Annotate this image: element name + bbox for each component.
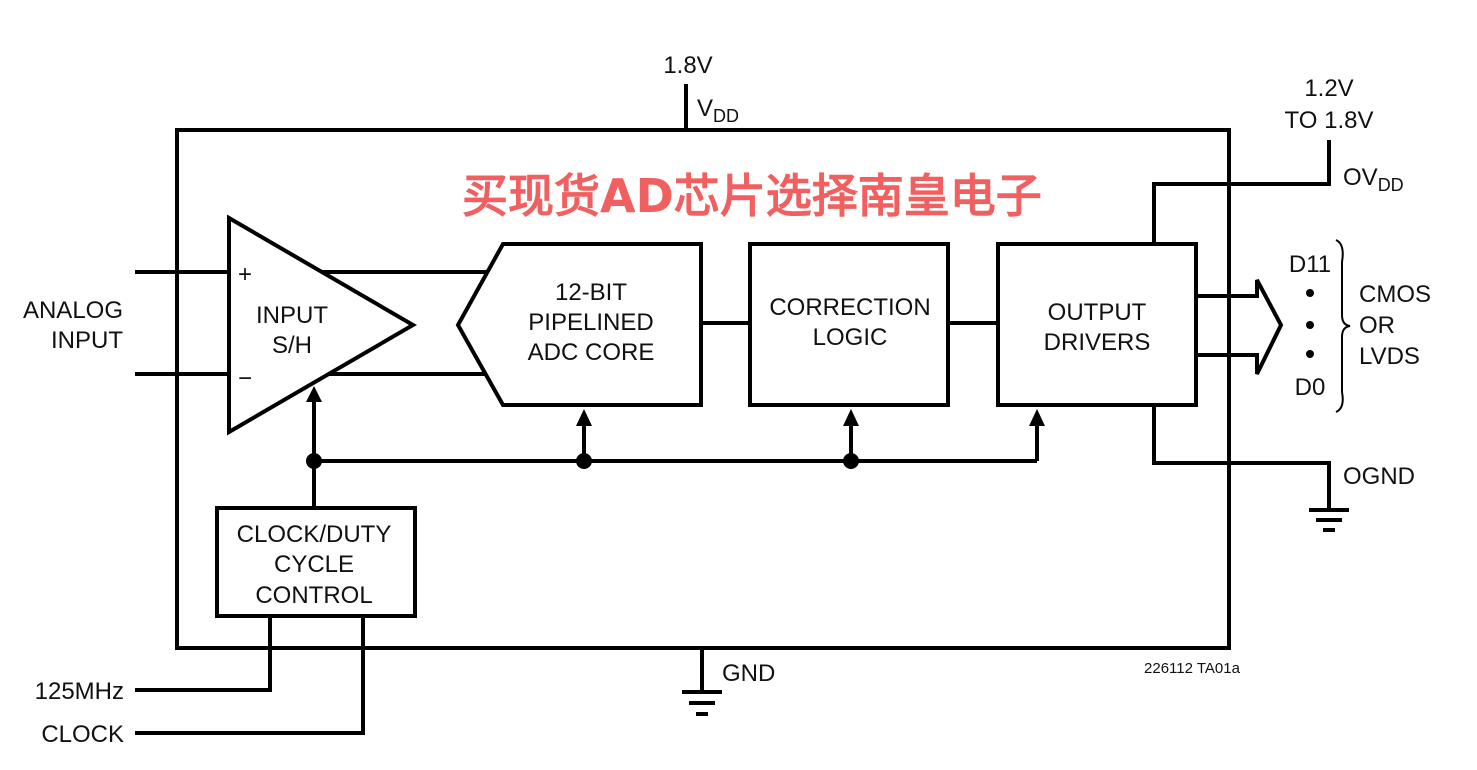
d11-label: D11 [1289,251,1331,278]
clock-input-line-2 [135,616,365,735]
sh-label-2: S/H [272,332,312,359]
output-type-3: LVDS [1359,343,1420,370]
correction-label-2: LOGIC [813,324,888,351]
analog-input-label-2: INPUT [51,327,123,354]
junction-dot [576,453,592,469]
junction-dot [843,453,859,469]
output-bus-arrow [1196,279,1284,375]
ognd-label: OGND [1343,463,1415,490]
minus-sign: − [238,365,252,392]
ognd-line [1152,405,1331,508]
bus-dot [1306,350,1314,358]
d0-label: D0 [1295,374,1326,401]
output-drivers-block [996,242,1198,407]
correction-label-1: CORRECTION [769,294,930,321]
analog-input-label-1: ANALOG [23,297,123,324]
arrow-up-icon [1029,409,1045,426]
vdd-label: VDD [697,95,739,126]
gnd-label: GND [722,660,775,687]
clock-control-label-1: CLOCK/DUTY [237,521,392,548]
clock-control-label-2: CYCLE [274,551,354,578]
ovdd-label: OVDD [1343,164,1404,195]
figure-reference: 226112 TA01a [1144,660,1241,677]
output-drivers-label-1: OUTPUT [1048,299,1147,326]
plus-sign: + [238,261,252,288]
clock-input-line-1 [135,616,272,692]
output-type-1: CMOS [1359,281,1431,308]
ovdd-line [1152,140,1331,244]
vdd-voltage: 1.8V [663,52,712,79]
adc-core-block [455,242,703,407]
clock-label: CLOCK [41,721,124,748]
adc-label-1: 12-BIT [555,279,627,306]
arrow-up-icon [306,386,322,402]
bus-dot [1306,321,1314,329]
adc-label-2: PIPELINED [528,309,653,336]
output-type-2: OR [1359,312,1395,339]
clock-duty-cycle-control-block [215,506,417,618]
brace [1335,239,1351,413]
arrow-up-icon [843,409,859,426]
sample-hold-amplifier [227,214,417,436]
junction-dot [306,453,322,469]
sh-label-1: INPUT [256,302,328,329]
clock-control-label-3: CONTROL [255,582,372,609]
output-drivers-label-2: DRIVERS [1044,329,1151,356]
correction-logic-block [748,242,950,407]
ovdd-voltage-2: TO 1.8V [1285,107,1374,134]
watermark: 买现货AD芯片选择南皇电子 [462,169,1042,223]
clock-freq-label: 125MHz [35,678,124,705]
ovdd-voltage-1: 1.2V [1304,75,1353,102]
arrow-up-icon [576,409,592,426]
bus-dot [1306,289,1314,297]
adc-label-3: ADC CORE [528,339,655,366]
